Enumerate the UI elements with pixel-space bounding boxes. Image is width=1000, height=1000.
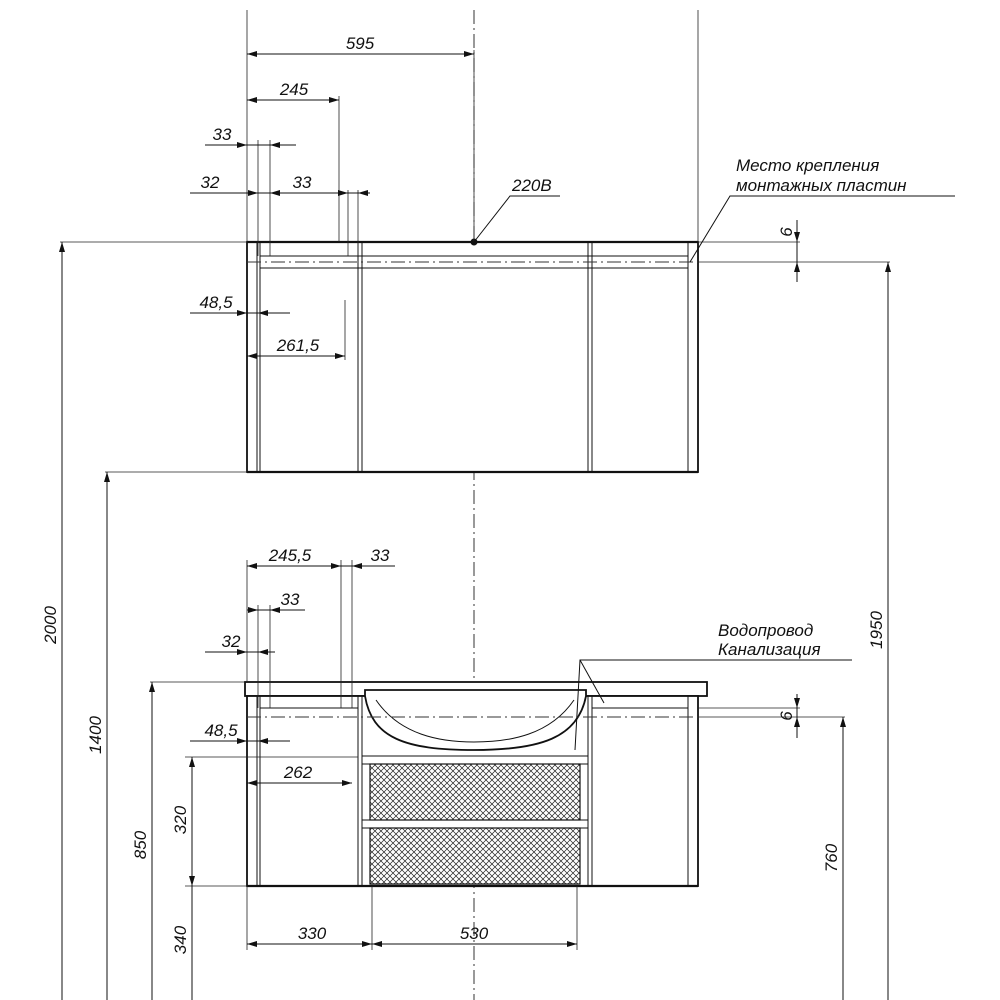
dimension-labels: 595 245 33 32 33 48,5 261,5 6 245,5 33 3… xyxy=(41,34,886,954)
dim-595: 595 xyxy=(346,34,375,53)
mount-label-line1: Место крепления xyxy=(736,156,879,175)
water-leader-branch xyxy=(579,659,605,704)
dim-245: 245 xyxy=(279,80,309,99)
dim-245-5: 245,5 xyxy=(268,546,312,565)
dim-48-5-bottom: 48,5 xyxy=(204,721,238,740)
drawer-upper-mesh xyxy=(369,763,581,821)
dim-33-top-right: 33 xyxy=(293,173,312,192)
dim-1950: 1950 xyxy=(867,611,886,649)
dim-48-5-top: 48,5 xyxy=(199,293,233,312)
dim-33-bottom-right: 33 xyxy=(371,546,390,565)
vanity-cabinet xyxy=(244,681,708,888)
dim-33-top: 33 xyxy=(213,125,232,144)
mirror-cabinet xyxy=(246,240,699,474)
extension-lines xyxy=(60,10,890,950)
power-label: 220В xyxy=(511,176,552,195)
dim-32-bottom: 32 xyxy=(222,632,241,651)
water-label-line2: Канализация xyxy=(718,640,821,659)
dim-330: 330 xyxy=(298,924,327,943)
dim-1400: 1400 xyxy=(86,716,105,754)
dim-6-bottom: 6 xyxy=(777,711,796,721)
dim-340: 340 xyxy=(171,925,190,954)
dimension-lines xyxy=(59,51,891,1000)
dim-530: 530 xyxy=(460,924,489,943)
water-label-line1: Водопровод xyxy=(718,621,813,640)
dim-261-5: 261,5 xyxy=(276,336,320,355)
dim-33-bottom: 33 xyxy=(281,590,300,609)
annotation-labels: 220В Место крепления монтажных пластин В… xyxy=(511,156,907,659)
power-leader xyxy=(473,195,560,243)
dim-320: 320 xyxy=(171,805,190,834)
mount-leader xyxy=(689,195,955,263)
dim-2000: 2000 xyxy=(41,606,60,645)
mirror-cabinet-outline xyxy=(246,241,699,473)
dim-760: 760 xyxy=(822,843,841,872)
drawer-lower-mesh xyxy=(369,827,581,885)
dim-32-top: 32 xyxy=(201,173,220,192)
dim-6-top: 6 xyxy=(777,227,796,237)
dim-850: 850 xyxy=(131,830,150,859)
dim-262: 262 xyxy=(283,763,313,782)
mount-label-line2: монтажных пластин xyxy=(736,176,907,195)
